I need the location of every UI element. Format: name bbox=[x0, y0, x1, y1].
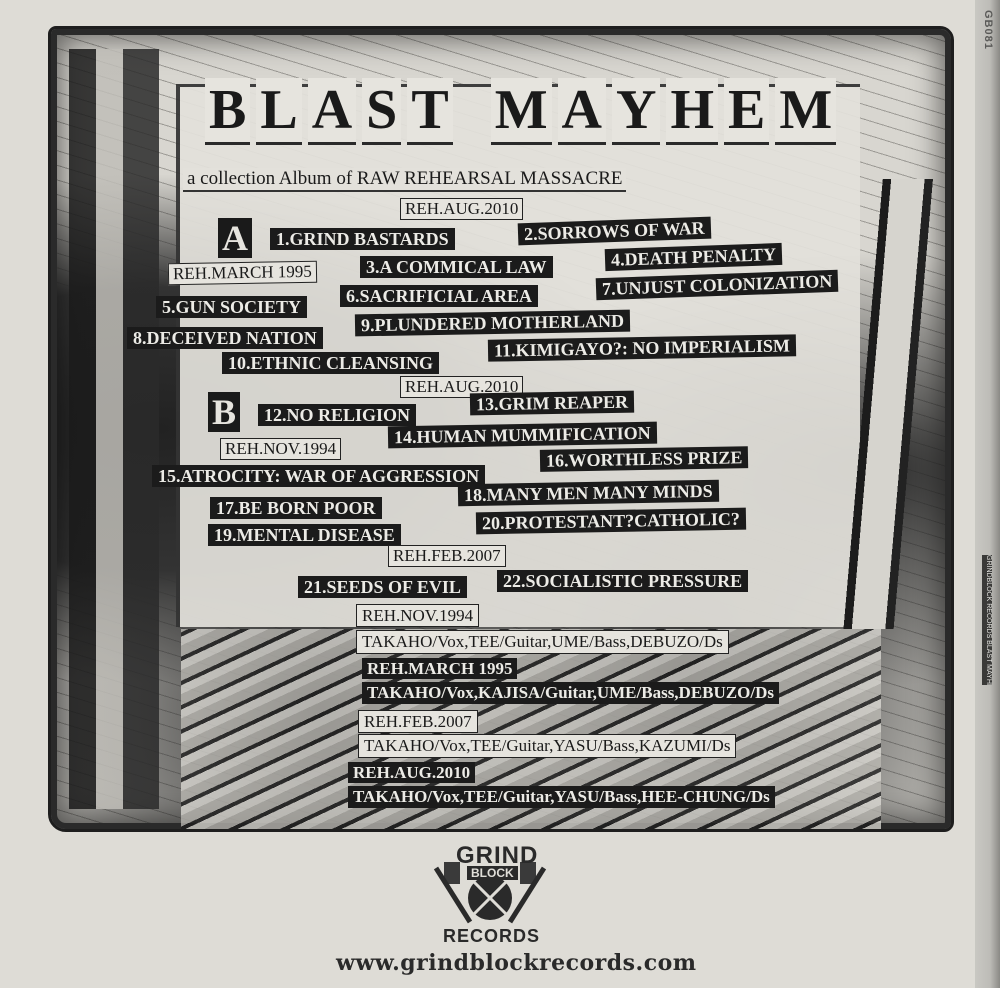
title-letter: T bbox=[407, 78, 453, 145]
track-item: 3.A COMMICAL LAW bbox=[360, 256, 553, 278]
spine-catalog-number: GB081 bbox=[982, 10, 994, 50]
lineup-session: REH.MARCH 1995 bbox=[362, 658, 518, 679]
track-item: 1.GRIND BASTARDS bbox=[270, 228, 455, 250]
lineup-members: TAKAHO/Vox,TEE/Guitar,YASU/Bass,KAZUMI/D… bbox=[358, 734, 737, 758]
skull-rifles-emblem-icon bbox=[433, 862, 547, 924]
left-statue-illustration bbox=[69, 49, 159, 809]
track-item: 21.SEEDS OF EVIL bbox=[298, 576, 467, 598]
track-item: 22.SOCIALISTIC PRESSURE bbox=[497, 570, 749, 592]
right-statue-illustration bbox=[841, 179, 941, 629]
title-letter: L bbox=[256, 78, 302, 145]
track-item: 10.ETHNIC CLEANSING bbox=[222, 352, 440, 374]
lineup-session: REH.NOV.1994 bbox=[356, 604, 480, 627]
track-item: 15.ATROCITY: WAR OF AGGRESSION bbox=[152, 465, 486, 487]
logo-text-block: BLOCK bbox=[467, 866, 518, 880]
title-letter: H bbox=[666, 78, 719, 145]
grindblock-records-logo bbox=[430, 842, 550, 942]
track-item: 12.NO RELIGION bbox=[258, 404, 417, 426]
record-sleeve-back: B L A S T M A Y H E M a collection Album… bbox=[48, 26, 954, 976]
lineup-members: TAKAHO/Vox,TEE/Guitar,YASU/Bass,HEE-CHUN… bbox=[348, 786, 775, 808]
sleeve-spine bbox=[975, 0, 1000, 988]
logo-text-records: RECORDS bbox=[443, 926, 541, 946]
session-label: REH.NOV.1994 bbox=[220, 438, 342, 460]
title-letter: M bbox=[775, 78, 837, 145]
title-space bbox=[459, 78, 485, 145]
label-website-url: www.grindblockrecords.com bbox=[336, 950, 697, 976]
track-item: 6.SACRIFICIAL AREA bbox=[340, 285, 539, 307]
session-label: REH.AUG.2010 bbox=[400, 198, 524, 220]
track-item: 13.GRIM REAPER bbox=[469, 390, 635, 416]
side-b-marker: B bbox=[208, 392, 241, 432]
track-item: 20.PROTESTANT?CATHOLIC? bbox=[475, 507, 747, 535]
track-item: 18.MANY MEN MANY MINDS bbox=[457, 479, 719, 507]
session-label: REH.FEB.2007 bbox=[388, 545, 506, 567]
lineup-members: TAKAHO/Vox,KAJISA/Guitar,UME/Bass,DEBUZO… bbox=[362, 682, 779, 704]
title-letter: A bbox=[307, 78, 357, 145]
side-a-marker: A bbox=[218, 218, 252, 258]
title-letter: E bbox=[724, 78, 770, 145]
logo-text-grind: GRIND bbox=[456, 842, 539, 869]
track-item: 5.GUN SOCIETY bbox=[156, 296, 308, 318]
title-letter: A bbox=[557, 78, 606, 145]
title-letter: Y bbox=[612, 78, 661, 145]
track-item: 14.HUMAN MUMMIFICATION bbox=[387, 421, 657, 449]
lineup-session: REH.FEB.2007 bbox=[358, 710, 478, 733]
title-letter: S bbox=[362, 78, 402, 145]
album-subtitle: a collection Album of RAW REHEARSAL MASS… bbox=[183, 168, 627, 192]
track-item: 8.DECEIVED NATION bbox=[127, 327, 323, 349]
track-item: 19.MENTAL DISEASE bbox=[208, 524, 401, 546]
lineup-session: REH.AUG.2010 bbox=[348, 762, 476, 783]
album-title: B L A S T M A Y H E M bbox=[205, 78, 837, 145]
track-item: 17.BE BORN POOR bbox=[210, 497, 382, 519]
spine-title: GRINDBLOCK RECORDS BLAST MAYHEM bbox=[982, 555, 992, 685]
lineup-members: TAKAHO/Vox,TEE/Guitar,UME/Bass,DEBUZO/Ds bbox=[356, 630, 729, 654]
session-label: REH.MARCH 1995 bbox=[167, 260, 318, 286]
track-item: 16.WORTHLESS PRIZE bbox=[539, 446, 749, 472]
title-letter: M bbox=[490, 78, 552, 145]
title-letter: B bbox=[205, 78, 251, 145]
